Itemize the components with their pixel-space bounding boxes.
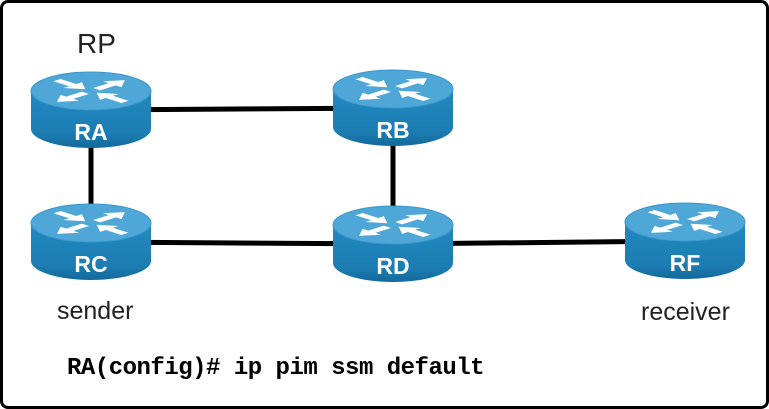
- topology-canvas: RA RB RC RD RF RP sender receiver: [30, 28, 746, 326]
- router-label-RC: RC: [74, 251, 107, 277]
- cli-command: RA(config)# ip pim ssm default: [67, 355, 485, 382]
- router-label-RB: RB: [376, 117, 409, 143]
- router-RC: RC: [30, 203, 152, 281]
- annotation-rp: RP: [77, 28, 116, 59]
- router-label-RF: RF: [670, 250, 701, 276]
- router-RA: RA: [30, 71, 152, 149]
- routers-layer: RA RB RC RD RF: [30, 69, 746, 283]
- annotation-sender: sender: [57, 297, 133, 325]
- router-RF: RF: [624, 202, 746, 280]
- router-RD: RD: [332, 205, 454, 283]
- router-label-RD: RD: [376, 253, 409, 279]
- annotation-receiver: receiver: [641, 298, 730, 326]
- router-label-RA: RA: [74, 119, 107, 145]
- annotations-layer: RP sender receiver: [57, 28, 730, 326]
- router-RB: RB: [332, 69, 454, 147]
